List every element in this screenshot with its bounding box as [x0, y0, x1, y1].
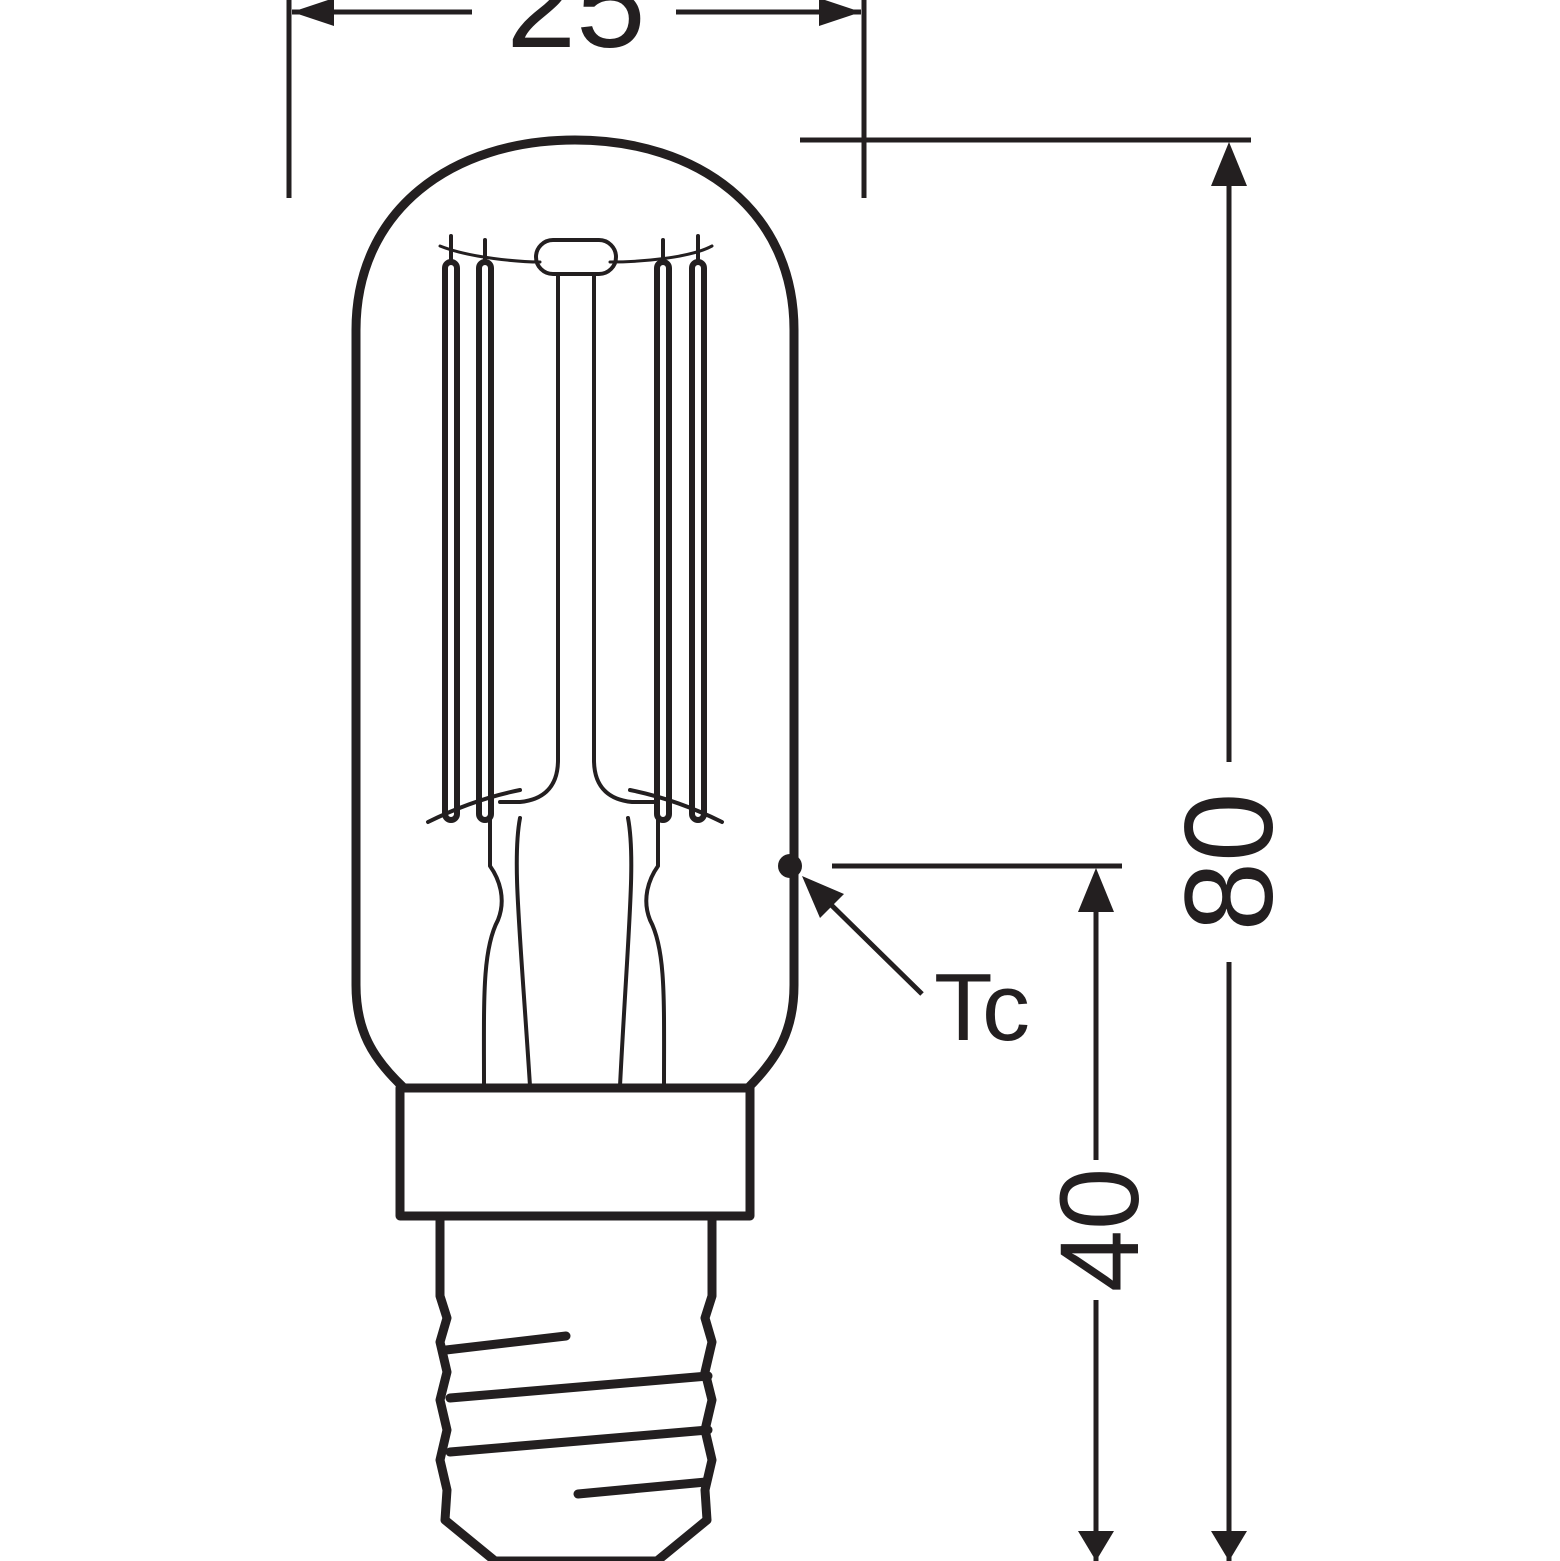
- filaments: [442, 234, 707, 823]
- tc-height-label: 40: [1037, 1168, 1162, 1293]
- screw-base-outline: [435, 1211, 717, 1561]
- width-label: 25: [506, 0, 645, 74]
- filament-2: [476, 259, 494, 823]
- screw-thread-3: [445, 1425, 713, 1457]
- filament-1: [442, 259, 460, 823]
- height-label: 80: [1160, 792, 1299, 931]
- bulb-glass: [351, 135, 799, 1093]
- lead-wire-left: [426, 788, 532, 1088]
- stem-top-loop: [534, 238, 618, 276]
- tc-arrow-bottom: [1078, 1531, 1114, 1561]
- screw-thread-1: [441, 1331, 571, 1355]
- height-arrow-bottom: [1211, 1531, 1247, 1561]
- tc-arrow-top: [1078, 868, 1114, 912]
- tc-marker: Tc: [778, 854, 1030, 1061]
- filament-4: [689, 259, 707, 823]
- height-arrow-top: [1211, 142, 1247, 186]
- filament-3: [654, 259, 672, 823]
- screw-thread-2: [445, 1371, 713, 1403]
- tc-leader-line: [814, 888, 924, 996]
- width-arrow-right: [819, 0, 861, 26]
- central-stem: [498, 272, 657, 804]
- width-dimension: 25: [286, 0, 867, 198]
- lead-wire-right: [618, 788, 724, 1088]
- lamp-collar: [395, 1083, 755, 1221]
- tc-leader-arrow: [802, 876, 844, 918]
- tc-label: Tc: [934, 954, 1030, 1061]
- tc-height-dimension: 40: [832, 863, 1162, 1561]
- screw-thread-4: [573, 1477, 711, 1499]
- height-dimension: 80: [800, 137, 1299, 1561]
- width-arrow-left: [292, 0, 334, 26]
- top-support-wire: [438, 244, 714, 264]
- lamp: [351, 135, 799, 1561]
